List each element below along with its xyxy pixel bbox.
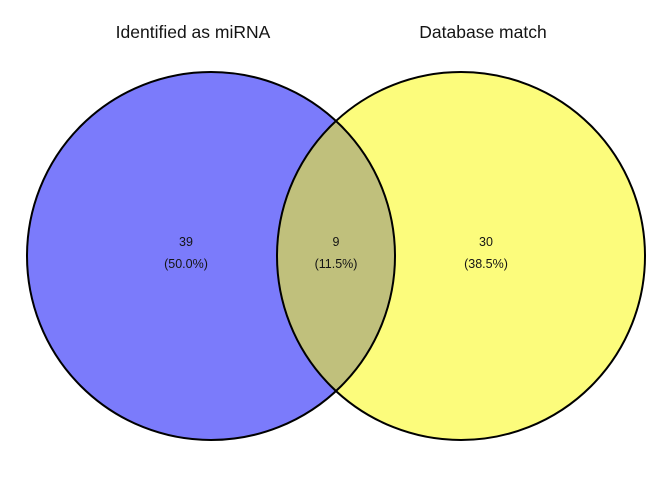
set-label-left: Identified as miRNA [116, 22, 271, 42]
region-right-only-percent: (38.5%) [464, 257, 508, 271]
set-label-right: Database match [419, 22, 546, 42]
region-intersection-percent: (11.5%) [315, 257, 358, 271]
region-left-only-count: 39 [179, 235, 193, 249]
intersection-clip-group [277, 72, 645, 440]
intersection-region-fill[interactable] [277, 72, 645, 440]
region-right-only-count: 30 [479, 235, 493, 249]
region-left-only-percent: (50.0%) [164, 257, 208, 271]
set-circle-right-outline [276, 71, 646, 441]
set-circle-left-outline [26, 71, 396, 441]
region-intersection-count: 9 [333, 235, 340, 249]
